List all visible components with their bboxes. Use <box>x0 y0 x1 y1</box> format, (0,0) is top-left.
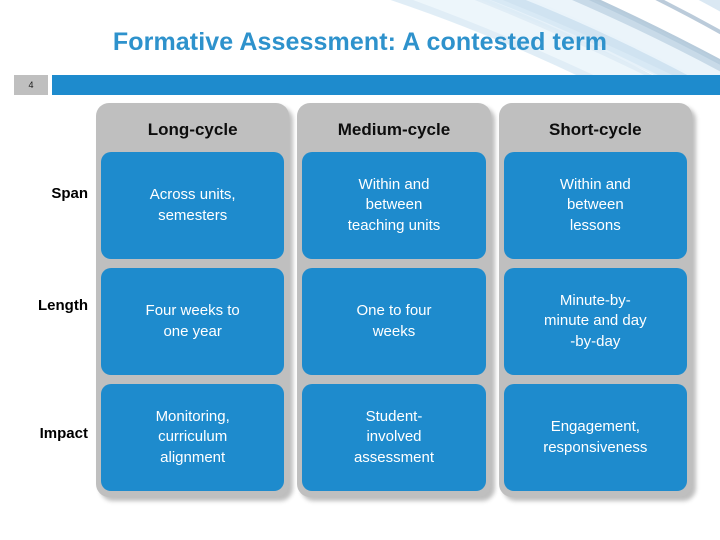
cell-impact-short-cycle: Engagement, responsiveness <box>503 384 687 491</box>
column-cells-medium-cycle: Within and between teaching units One to… <box>302 152 486 491</box>
row-label-length: Length <box>38 297 88 314</box>
row-label-span: Span <box>51 185 88 202</box>
slide-number: 4 <box>14 75 48 95</box>
column-header-long-cycle: Long-cycle <box>147 120 238 139</box>
column-cells-long-cycle: Across units, semesters Four weeks to on… <box>101 152 285 491</box>
page-title: Formative Assessment: A contested term <box>112 28 608 56</box>
column-medium-cycle: Medium-cycle Within and between teaching… <box>297 103 491 497</box>
header-accent-bar <box>52 75 720 95</box>
cell-length-medium-cycle: One to four weeks <box>302 268 486 375</box>
cell-impact-medium-cycle: Student- involved assessment <box>302 384 486 491</box>
column-long-cycle: Long-cycle Across units, semesters Four … <box>96 103 290 497</box>
row-label-impact: Impact <box>39 425 88 442</box>
column-short-cycle: Short-cycle Within and between lessons M… <box>498 103 692 497</box>
column-header-medium-cycle: Medium-cycle <box>337 120 451 139</box>
feedback-cycle-matrix: Long-cycle Across units, semesters Four … <box>96 103 692 497</box>
cell-length-long-cycle: Four weeks to one year <box>101 268 285 375</box>
cell-span-medium-cycle: Within and between teaching units <box>302 152 486 259</box>
cell-span-long-cycle: Across units, semesters <box>101 152 285 259</box>
cell-span-short-cycle: Within and between lessons <box>503 152 687 259</box>
cell-impact-long-cycle: Monitoring, curriculum alignment <box>101 384 285 491</box>
cell-length-short-cycle: Minute-by- minute and day -by-day <box>503 268 687 375</box>
column-cells-short-cycle: Within and between lessons Minute-by- mi… <box>503 152 687 491</box>
column-header-short-cycle: Short-cycle <box>549 120 642 139</box>
